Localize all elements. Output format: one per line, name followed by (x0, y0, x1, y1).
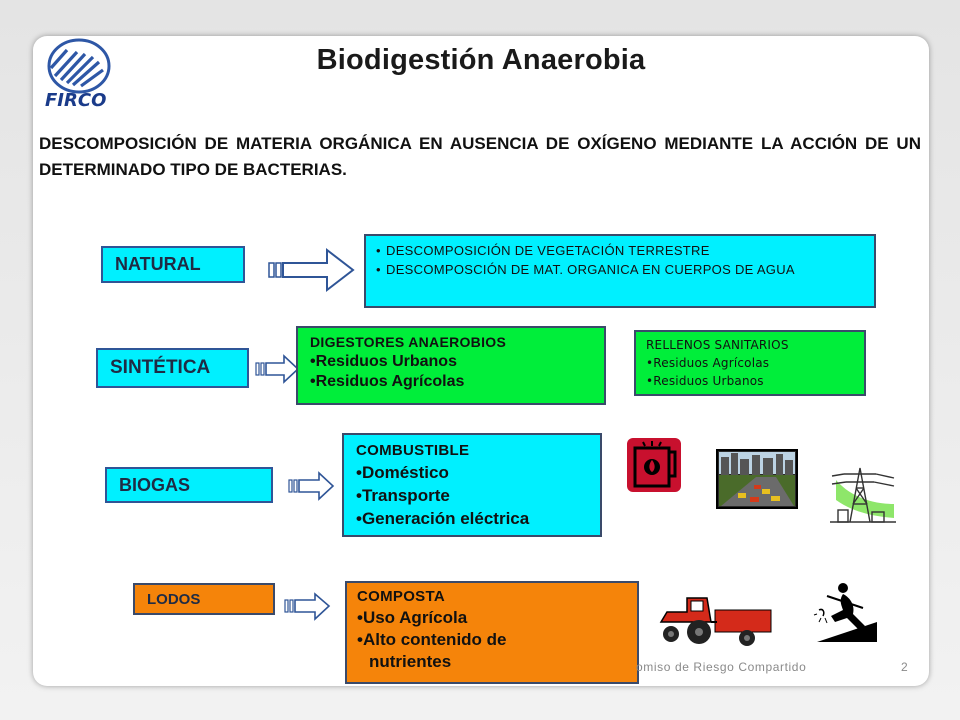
rellenos-box: RELLENOS SANITARIOS •Residuos Agrícolas … (634, 330, 866, 396)
combustible-box: COMBUSTIBLE •Doméstico •Transporte •Gene… (342, 433, 602, 537)
sintetica-label: SINTÉTICA (96, 348, 249, 388)
list-item: nutrientes (369, 652, 452, 671)
list-item: •Residuos Agrícolas (646, 356, 770, 370)
biogas-arrow-icon (288, 471, 335, 501)
list-item: •Doméstico (356, 463, 449, 482)
list-item: •Residuos Urbanos (310, 353, 457, 370)
list-item: •Alto contenido de (357, 630, 507, 649)
firco-logo: FIRCO (37, 36, 127, 116)
list-item: •Residuos Urbanos (646, 374, 764, 388)
list-item: •DESCOMPOSCIÓN DE MAT. ORGANICA EN CUERP… (376, 262, 795, 277)
page-title: Biodigestión Anaerobia (316, 44, 646, 76)
power-tower-icon (830, 467, 896, 523)
farmer-digging-icon (813, 583, 877, 642)
combustible-title: COMBUSTIBLE (356, 442, 470, 459)
natural-arrow-icon (268, 247, 355, 293)
composta-box: COMPOSTA •Uso Agrícola •Alto contenido d… (345, 581, 639, 684)
tractor-icon (659, 597, 772, 646)
lodos-arrow-icon (284, 592, 331, 621)
page-number: 2 (901, 660, 908, 674)
logo-text: FIRCO (45, 90, 106, 111)
digestores-box: DIGESTORES ANAEROBIOS •Residuos Urbanos … (296, 326, 606, 405)
digestores-title: DIGESTORES ANAEROBIOS (310, 334, 507, 350)
list-item: •DESCOMPOSICIÓN DE VEGETACIÓN TERRESTRE (376, 243, 710, 258)
firco-logo-icon: FIRCO (45, 38, 111, 111)
rellenos-title: RELLENOS SANITARIOS (646, 338, 789, 352)
lodos-label: LODOS (133, 583, 275, 615)
list-item: •Transporte (356, 486, 450, 505)
composta-title: COMPOSTA (357, 588, 445, 605)
slide: FIRCO Biodigestión Anaerobia DESCOMPOSIC… (33, 36, 929, 686)
stove-icon (627, 438, 681, 492)
natural-content-box: •DESCOMPOSICIÓN DE VEGETACIÓN TERRESTRE … (364, 234, 876, 308)
list-item: •Generación eléctrica (356, 509, 530, 528)
description-text: DESCOMPOSICIÓN DE MATERIA ORGÁNICA EN AU… (39, 134, 921, 179)
biogas-label: BIOGAS (105, 467, 273, 503)
list-item: •Residuos Agrícolas (310, 373, 465, 390)
natural-label: NATURAL (101, 246, 245, 283)
footer-text: omiso de Riesgo Compartido (636, 660, 807, 674)
list-item: •Uso Agrícola (357, 608, 468, 627)
city-traffic-icon (716, 449, 798, 509)
natural-items-list: •DESCOMPOSICIÓN DE VEGETACIÓN TERRESTRE … (376, 241, 864, 279)
sintetica-arrow-icon (255, 354, 300, 384)
